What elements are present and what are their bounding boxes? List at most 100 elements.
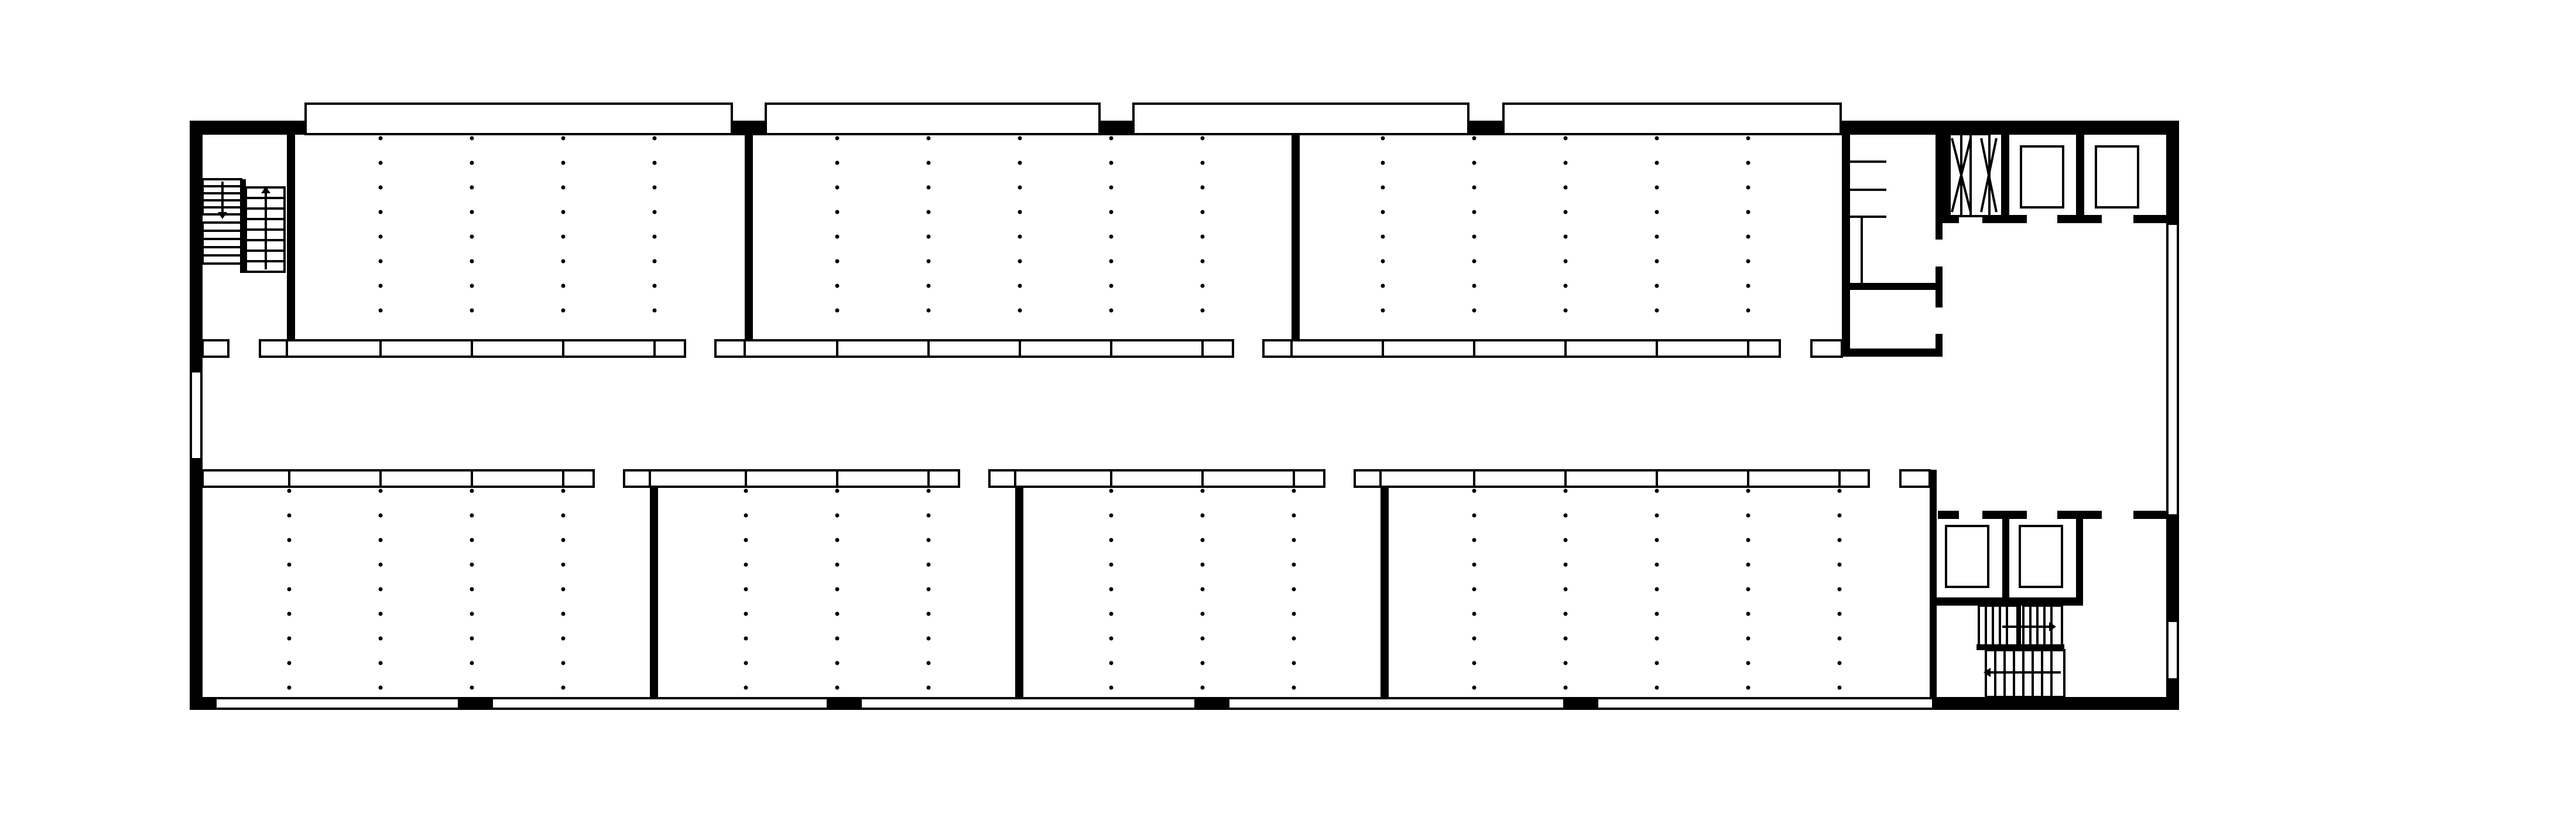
grid-dot: [1200, 636, 1205, 641]
grid-dot: [1109, 259, 1114, 264]
grid-dot: [1018, 160, 1022, 165]
grid-dot: [378, 234, 383, 239]
grid-dot: [561, 513, 566, 518]
grid-dot: [470, 259, 474, 264]
grid-dot: [1381, 234, 1385, 239]
grid-dot: [1472, 210, 1477, 214]
grid-dot: [1563, 538, 1568, 542]
grid-dot: [835, 562, 840, 567]
cabinet: [259, 339, 288, 358]
wall: [2166, 679, 2179, 710]
grid-dot: [926, 636, 931, 641]
stair-flight: [201, 221, 242, 265]
grid-dot: [1654, 538, 1659, 542]
grid-dot: [835, 210, 840, 214]
grid-dot: [287, 513, 292, 518]
grid-dot: [1837, 611, 1842, 616]
grid-dot: [1654, 636, 1659, 641]
grid-dot: [1200, 259, 1205, 264]
grid-dot: [1746, 259, 1751, 264]
grid-dot: [1563, 308, 1568, 313]
grid-dot: [470, 562, 474, 567]
grid-dot: [378, 562, 383, 567]
wall: [1292, 134, 1300, 341]
grid-dot: [1109, 488, 1114, 493]
cabinet: [1810, 339, 1843, 358]
grid-dot: [287, 488, 292, 493]
grid-dot: [561, 611, 566, 616]
grid-dot: [744, 611, 748, 616]
grid-dot: [1472, 562, 1477, 567]
window: [304, 102, 733, 135]
grid-dot: [378, 611, 383, 616]
cabinet: [1262, 339, 1293, 358]
grid-dot: [744, 685, 748, 690]
grid-dot: [1746, 587, 1751, 592]
cabinet: [649, 469, 960, 488]
grid-dot: [1472, 611, 1477, 616]
grid-dot: [1109, 234, 1114, 239]
wall: [2076, 134, 2084, 222]
grid-dot: [1472, 538, 1477, 542]
grid-dot: [835, 234, 840, 239]
grid-dot: [1563, 234, 1568, 239]
wall: [190, 121, 203, 370]
grid-dot: [1381, 160, 1385, 165]
grid-dot: [470, 685, 474, 690]
wall: [2166, 515, 2179, 621]
grid-dot: [561, 587, 566, 592]
grid-dot: [926, 283, 931, 288]
grid-dot: [926, 160, 931, 165]
wall: [1099, 121, 1133, 135]
grid-dot: [1292, 611, 1296, 616]
grid-dot: [926, 308, 931, 313]
grid-dot: [378, 210, 383, 214]
grid-dot: [1472, 283, 1477, 288]
wall: [1842, 134, 1850, 357]
grid-dot: [652, 308, 657, 313]
grid-dot: [1292, 538, 1296, 542]
wall: [190, 697, 215, 710]
east-core-north: [1847, 133, 2166, 283]
wall: [1933, 697, 2179, 710]
grid-dot: [378, 685, 383, 690]
grid-dot: [1746, 234, 1751, 239]
window: [859, 697, 1197, 710]
grid-dot: [287, 685, 292, 690]
grid-dot: [1472, 685, 1477, 690]
grid-dot: [1837, 661, 1842, 665]
grid-dot: [1837, 587, 1842, 592]
grid-dot: [1563, 136, 1568, 141]
grid-dot: [1472, 308, 1477, 313]
grid-dot: [378, 283, 383, 288]
grid-dot: [561, 283, 566, 288]
grid-dot: [1654, 259, 1659, 264]
grid-dot: [561, 136, 566, 141]
grid-dot: [1837, 513, 1842, 518]
window: [1502, 102, 1842, 135]
column-grid: [287, 136, 1842, 690]
grid-dot: [1563, 513, 1568, 518]
grid-dot: [1837, 636, 1842, 641]
east-stair: [1976, 604, 2065, 698]
grid-dot: [1654, 611, 1659, 616]
grid-dot: [926, 234, 931, 239]
cabinet: [1354, 469, 1382, 488]
wall: [1938, 215, 1959, 223]
grid-dot: [1381, 210, 1385, 214]
grid-dot: [926, 661, 931, 665]
grid-dot: [561, 160, 566, 165]
grid-dot: [1472, 661, 1477, 665]
south-cabinets: [201, 469, 1931, 488]
window: [214, 697, 460, 710]
cabinet: [286, 339, 686, 358]
grid-dot: [470, 538, 474, 542]
grid-dot: [1292, 488, 1296, 493]
grid-dot: [1563, 160, 1568, 165]
grid-dot: [1654, 488, 1659, 493]
grid-dot: [1563, 259, 1568, 264]
grid-dot: [470, 587, 474, 592]
north-windows: [304, 102, 1842, 135]
grid-dot: [1472, 185, 1477, 190]
window: [765, 102, 1101, 135]
